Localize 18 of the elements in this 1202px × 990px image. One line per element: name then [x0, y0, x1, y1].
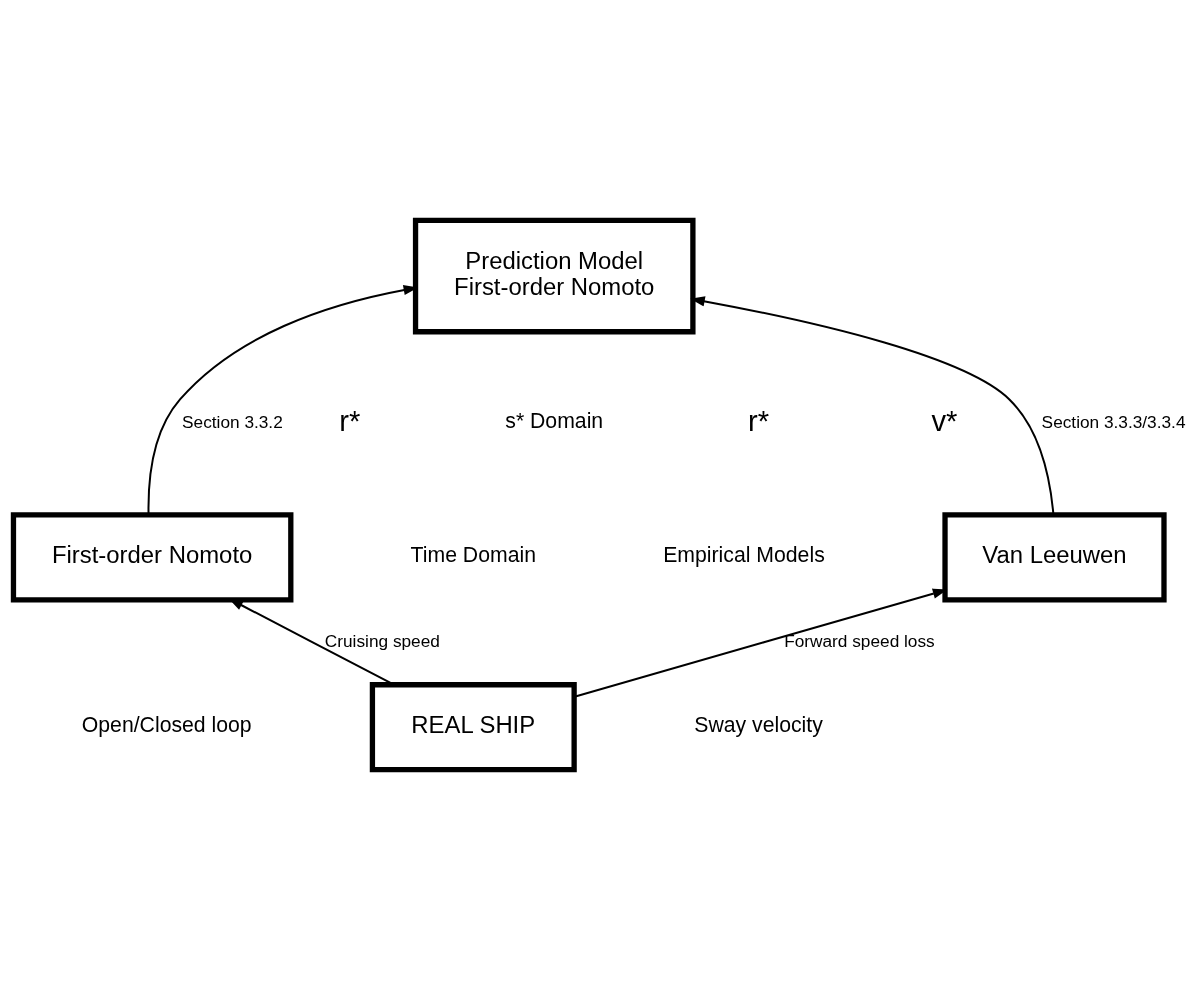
edge-label: Section 3.3.2: [182, 411, 283, 432]
node-box: Prediction Model First-order Nomoto: [412, 217, 696, 335]
node-box: REAL SHIP: [369, 682, 577, 773]
node-box: First-order Nomoto: [10, 512, 294, 603]
label: r*: [748, 404, 770, 437]
edge-label: Forward speed loss: [784, 630, 935, 651]
label: Open/Closed loop: [81, 713, 252, 737]
arrow: [573, 588, 948, 698]
edge-label: Section 3.3.3/3.3.4: [1041, 411, 1186, 432]
label: Sway velocity: [694, 713, 823, 737]
edge-label: Cruising speed: [324, 630, 440, 651]
label: r*: [339, 404, 361, 437]
label: Empirical Models: [663, 543, 825, 567]
label: s* Domain: [505, 409, 604, 433]
label: v*: [931, 404, 958, 437]
arrow: [690, 296, 1055, 516]
node-box: Van Leeuwen: [942, 512, 1167, 603]
label: Time Domain: [410, 543, 536, 567]
